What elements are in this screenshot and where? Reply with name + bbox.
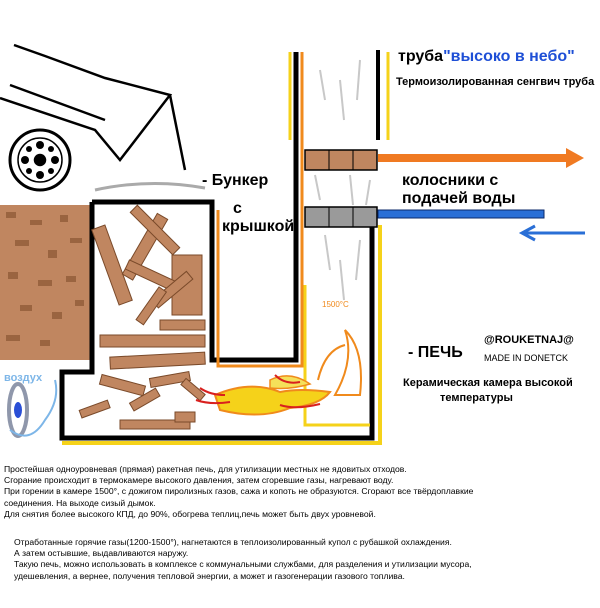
lid-label-2: крышкой [222,218,295,235]
arrow-out-icon [378,148,584,168]
furnace-label: - ПЕЧЬ [408,344,463,361]
lid-label-1: с [233,200,242,217]
description-line: При горении в камере 1500°, с дожигом пи… [4,486,474,497]
pipe-subtitle: Термоизолированная сенгвич труба [396,76,595,88]
insulation [62,50,390,445]
description-line: Для снятия более высокого КПД, до 90%, о… [4,508,376,519]
chamber-label-1: Керамическая камера высокой [403,377,573,389]
arrow-in-icon [518,224,585,242]
description-line: Отработанные горячие газы(1200-1500°), н… [14,537,452,547]
furnace-walls [59,52,375,441]
description-block-2: Отработанные горячие газы(1200-1500°), н… [14,537,472,582]
pipe-title-highlight: "высоко в небо" [443,48,575,65]
pipe-title: труба"высоко в небо" [398,48,575,66]
description-block: Простейшая одноуровневая (прямая) ракетн… [4,464,473,520]
air-label: воздух [4,372,43,384]
hot-gas-lines [314,59,371,301]
fuel-sticks [78,204,206,430]
description-line: удешевления, а вернее, получения теплово… [14,570,405,581]
flame-icon [195,329,362,416]
description-line: Сгорание происходит в термокамере высоко… [4,475,394,486]
wheelbarrow-icon [0,43,187,192]
fan-icon [7,382,29,438]
grates-label-1: колосники с [402,172,499,189]
made-in-label: MADE IN DONETCK [484,353,569,363]
hopper-lid [94,181,206,192]
grates-label-2: подачей воды [402,190,516,207]
pipe-title-prefix: труба [398,48,444,65]
description-line: Такую печь, можно использовать в комплек… [14,559,472,570]
chamber-label-2: температуры [440,392,513,404]
temperature-label: 1500°С [322,300,349,309]
description-line: А затем остывшие, выдавливаются наружу. [14,548,189,559]
description-line: Простейшая одноуровневая (прямая) ракетн… [4,464,407,474]
water-pipe [377,209,545,219]
brick-wall [0,205,92,360]
bunker-label: - Бункер [202,172,269,189]
description-line: соединения. На выходе сизый дымок. [4,497,156,508]
author-label: @ROUKETNAJ@ [484,334,574,346]
grate-upper [304,149,378,171]
grate-lower [304,206,378,228]
